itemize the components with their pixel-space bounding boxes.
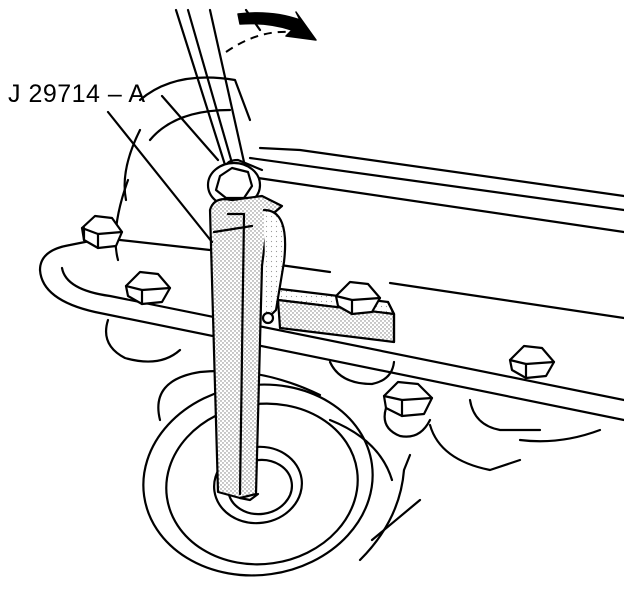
- oil-pan-flange: [38, 236, 624, 422]
- crankshaft-pulley: [142, 369, 422, 577]
- flange-lugs: [104, 318, 602, 472]
- tool-callout-label: J 29714 – A: [8, 80, 146, 108]
- bolt-head-center: [334, 280, 382, 316]
- breaker-bar: [174, 8, 264, 172]
- bolt-head-left-top: [80, 214, 124, 250]
- bolt-head-right: [508, 344, 556, 380]
- engine-housing: [114, 76, 624, 262]
- callout-leader-line: [106, 94, 220, 244]
- bolt-head-lower: [382, 380, 434, 438]
- drive-socket: [206, 161, 262, 209]
- holding-tool-body: [208, 194, 287, 502]
- bolt-head-left-bottom: [124, 270, 172, 306]
- rotation-arrow-icon: [225, 11, 317, 53]
